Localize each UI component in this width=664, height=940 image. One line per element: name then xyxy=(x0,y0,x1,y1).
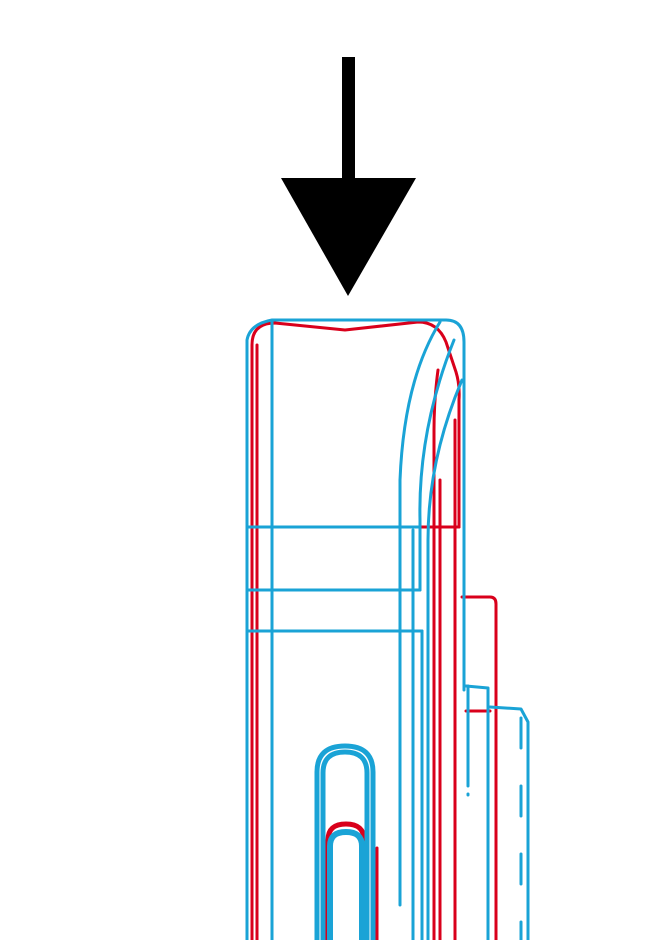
arrow-head xyxy=(281,178,416,296)
blue-curve-3 xyxy=(426,378,464,940)
arrow-shaft xyxy=(342,57,355,187)
red-side-tab xyxy=(460,595,498,940)
blue-top-cap xyxy=(245,318,466,940)
blue-outline xyxy=(245,318,530,940)
red-slot xyxy=(325,821,367,940)
blue-side-tab-1 xyxy=(464,684,490,940)
blue-inner-slot xyxy=(327,829,365,940)
blue-slot-outer xyxy=(314,743,376,940)
blue-curve-2 xyxy=(418,338,456,592)
blue-side-tab-2 xyxy=(488,705,530,940)
blue-slot-inner xyxy=(320,749,370,940)
arrow-down-icon xyxy=(281,57,416,296)
blue-curve-1 xyxy=(398,320,442,907)
